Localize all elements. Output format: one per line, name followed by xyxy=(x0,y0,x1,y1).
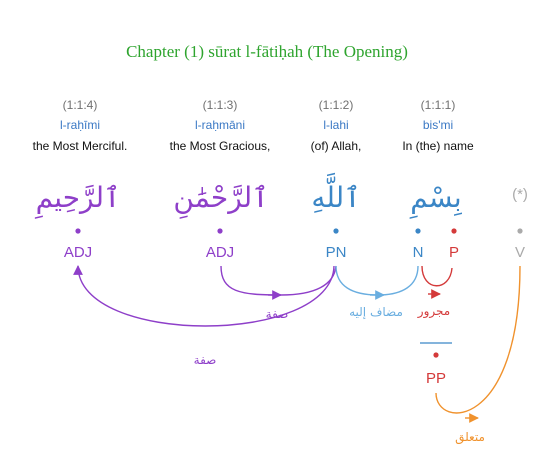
word-arabic[interactable]: بِسْمِ xyxy=(410,181,462,214)
word-location: (1:1:1) xyxy=(420,98,456,112)
relation-label: مجرور xyxy=(417,304,450,319)
word-location: (1:1:4) xyxy=(62,98,98,112)
dependency-arc xyxy=(421,265,453,287)
dependency-arc xyxy=(220,265,337,296)
node-dot xyxy=(333,228,339,234)
word-arabic[interactable]: ٱللَّهِ xyxy=(311,181,361,214)
dependency-arc xyxy=(73,265,335,327)
node-dot xyxy=(517,228,523,234)
word-transliteration[interactable]: l-raḥmāni xyxy=(194,118,246,132)
pos-tag-adj[interactable]: ADJ xyxy=(64,244,92,261)
dependency-arc xyxy=(435,265,521,414)
node-dot xyxy=(451,228,457,234)
pos-tag-adj[interactable]: ADJ xyxy=(206,244,234,261)
pos-tag-v[interactable]: V xyxy=(515,244,525,261)
pos-tag-pp[interactable]: PP xyxy=(426,370,446,387)
word-location: (1:1:2) xyxy=(318,98,354,112)
word-arabic[interactable]: ٱلرَّحْمَٰنِ xyxy=(173,181,269,214)
word-gloss: In (the) name xyxy=(402,139,474,153)
relation-label: صفة xyxy=(266,307,289,321)
pos-tag-n[interactable]: N xyxy=(413,244,424,261)
word-transliteration[interactable]: l-raḥīmi xyxy=(59,118,101,132)
word-gloss: (of) Allah, xyxy=(310,139,362,153)
relation-label: صفة xyxy=(194,353,217,367)
word-arabic[interactable]: ٱلرَّحِيمِ xyxy=(35,181,121,214)
relation-label: مضاف إليه xyxy=(349,305,403,319)
word-transliteration[interactable]: bis'mi xyxy=(422,118,454,132)
node-dot xyxy=(75,228,81,234)
node-dot xyxy=(415,228,421,234)
pos-tag-pn[interactable]: PN xyxy=(326,244,347,261)
node-dot xyxy=(433,352,439,358)
word-transliteration[interactable]: l-lahi xyxy=(323,118,349,132)
word-location: (1:1:3) xyxy=(202,98,238,112)
relation-label: متعلق xyxy=(455,430,485,445)
pos-tag-p[interactable]: P xyxy=(449,244,459,261)
word-gloss: the Most Gracious, xyxy=(169,139,271,153)
word-gloss: the Most Merciful. xyxy=(32,139,128,153)
hidden-word-marker: (*) xyxy=(512,186,528,203)
dependency-arc xyxy=(335,265,419,296)
node-dot xyxy=(217,228,223,234)
chapter-title: Chapter (1) sūrat l-fātiḥah (The Opening… xyxy=(126,42,408,61)
